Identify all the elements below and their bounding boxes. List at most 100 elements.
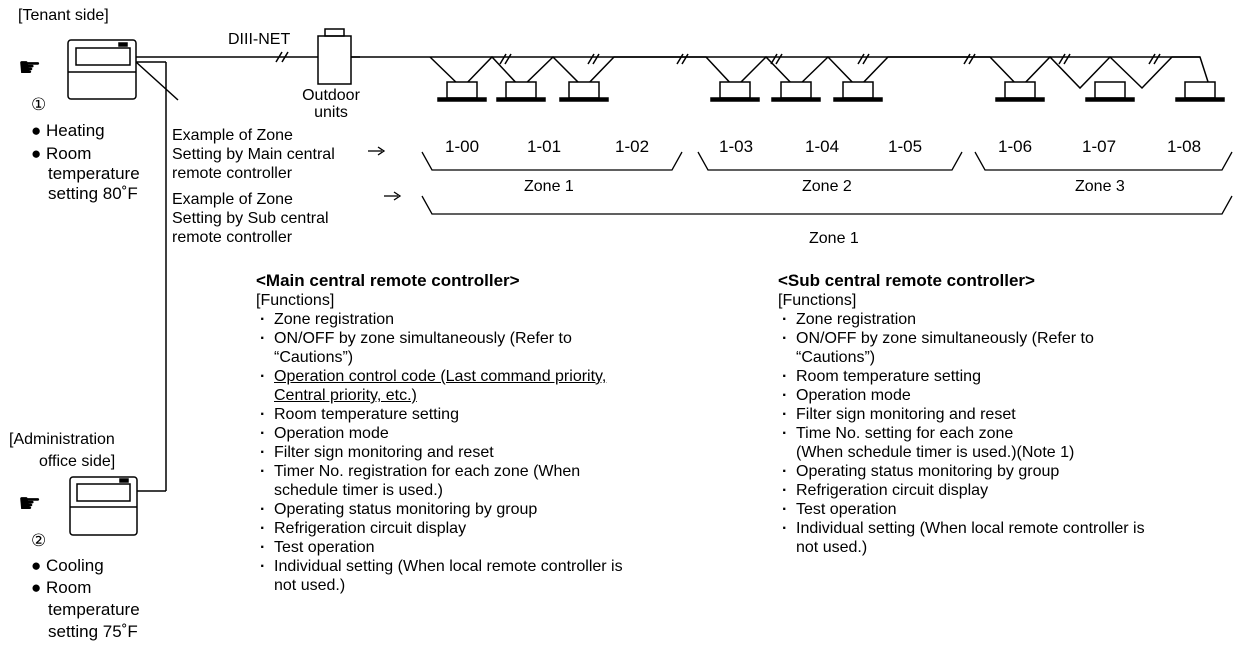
diii-net-label: DIII-NET: [228, 31, 291, 48]
tenant-mode: Heating: [46, 121, 105, 140]
indoor-unit-box: [842, 81, 874, 99]
indoor-unit-box: [719, 81, 751, 99]
indoor-unit-box: [1004, 81, 1036, 99]
main-zone1-bracket: [421, 151, 683, 171]
bullet-dot-icon: ●: [31, 578, 42, 597]
zone-example-main-line3: remote controller: [172, 165, 293, 182]
outdoor-label-line1: Outdoor: [302, 87, 360, 104]
zone-example-main: Example of Zone Setting by Main central …: [172, 126, 335, 183]
zone-example-main-line2: Setting by Main central: [172, 146, 335, 163]
sub-functions-label: [Functions]: [778, 292, 857, 309]
indoor-unit-box: [568, 81, 600, 99]
outdoor-units-label: Outdoor units: [302, 87, 360, 121]
tenant-setting-value: setting 80˚F: [48, 184, 138, 203]
function-item: Test operation: [256, 538, 623, 557]
zone-example-sub: Example of Zone Setting by Sub central r…: [172, 190, 329, 247]
zone-example-sub-line1: Example of Zone: [172, 191, 293, 208]
main-functions-label: [Functions]: [256, 292, 335, 309]
unit-code: 1-03: [719, 137, 754, 156]
unit-code: 1-07: [1082, 137, 1117, 156]
admin-bullet-cooling: ● Cooling: [31, 556, 104, 575]
unit-code: 1-05: [888, 137, 923, 156]
indoor-unit-box: [505, 81, 537, 99]
main-zone3-bracket: [974, 151, 1233, 171]
indoor-unit-box: [1184, 81, 1216, 99]
admin-setting-value: setting 75˚F: [48, 622, 138, 641]
indoor-unit-base: [833, 97, 883, 102]
main-functions-list: Zone registrationON/OFF by zone simultan…: [256, 310, 623, 595]
unit-code: 1-02: [615, 137, 650, 156]
indoor-unit-base: [710, 97, 760, 102]
bullet-dot-icon: ●: [31, 556, 42, 575]
function-item: Operating status monitoring by group: [256, 500, 623, 519]
zone-example-sub-line3: remote controller: [172, 229, 293, 246]
indoor-unit-base: [1085, 97, 1135, 102]
unit-code: 1-06: [998, 137, 1033, 156]
tenant-number: ①: [31, 95, 47, 114]
sub-zone-label: Zone 1: [809, 230, 859, 247]
tenant-temperature-label: temperature: [48, 164, 140, 183]
function-item: Operation mode: [256, 424, 623, 443]
tenant-bullet-room: ● Room: [31, 144, 91, 163]
unit-code: 1-00: [445, 137, 480, 156]
admin-side-label-1: [Administration: [9, 431, 115, 448]
tenant-bullet-heading: ● Heating: [31, 121, 105, 140]
function-item: Zone registration: [778, 310, 1145, 329]
function-item: Filter sign monitoring and reset: [778, 405, 1145, 424]
indoor-unit-base: [559, 97, 609, 102]
main-zone2-bracket: [697, 151, 963, 171]
controller-link-wire: [135, 61, 179, 101]
sub-zone1-bracket: [421, 195, 1233, 215]
admin-remote-controller: [69, 476, 138, 536]
outdoor-label-line2: units: [314, 104, 348, 121]
pointing-hand-icon: ☛: [18, 488, 42, 518]
function-item: Timer No. registration for each zone (Wh…: [256, 462, 623, 500]
zone-example-sub-line2: Setting by Sub central: [172, 210, 329, 227]
tenant-side-label: [Tenant side]: [18, 7, 109, 24]
function-item: Operating status monitoring by group: [778, 462, 1145, 481]
admin-number: ②: [31, 531, 47, 550]
function-item: ON/OFF by zone simultaneously (Refer to“…: [256, 329, 623, 367]
sub-functions-list: Zone registrationON/OFF by zone simultan…: [778, 310, 1145, 557]
indoor-units: [429, 53, 1211, 90]
indoor-unit-box: [780, 81, 812, 99]
indoor-unit-base: [771, 97, 821, 102]
indoor-unit-box: [446, 81, 478, 99]
unit-code: 1-01: [527, 137, 562, 156]
sub-controller-title: <Sub central remote controller>: [778, 271, 1035, 290]
function-item: Individual setting (When local remote co…: [256, 557, 623, 595]
function-item: Operation control code (Last command pri…: [256, 367, 623, 405]
sub-controller-panel: <Sub central remote controller> [Functio…: [778, 271, 1145, 557]
function-item: Individual setting (When local remote co…: [778, 519, 1145, 557]
pointing-hand-icon: ☛: [18, 52, 42, 82]
bullet-dot-icon: ●: [31, 144, 42, 163]
admin-temperature-label: temperature: [48, 600, 140, 619]
function-item: Zone registration: [256, 310, 623, 329]
function-item: Test operation: [778, 500, 1145, 519]
indoor-unit-base: [995, 97, 1045, 102]
main-zone-label: Zone 3: [1075, 178, 1125, 195]
main-zone-label: Zone 2: [802, 178, 852, 195]
zone-example-main-line1: Example of Zone: [172, 127, 293, 144]
indoor-unit-box: [1094, 81, 1126, 99]
tenant-remote-controller: [67, 39, 137, 100]
function-item: ON/OFF by zone simultaneously (Refer to“…: [778, 329, 1145, 367]
admin-side-label-2: office side]: [39, 453, 116, 470]
indoor-unit-base: [1175, 97, 1225, 102]
outdoor-unit: [317, 28, 360, 85]
indoor-unit-base: [496, 97, 546, 102]
function-item: Room temperature setting: [778, 367, 1145, 386]
admin-room-label: Room: [46, 578, 92, 597]
function-item: Operation mode: [778, 386, 1145, 405]
function-item: Refrigeration circuit display: [256, 519, 623, 538]
function-item: Time No. setting for each zone(When sche…: [778, 424, 1145, 462]
admin-bullet-room: ● Room: [31, 578, 91, 597]
unit-code: 1-04: [805, 137, 840, 156]
main-zone-label: Zone 1: [524, 178, 574, 195]
function-item: Refrigeration circuit display: [778, 481, 1145, 500]
main-controller-panel: <Main central remote controller> [Functi…: [256, 271, 623, 595]
admin-mode: Cooling: [46, 556, 104, 575]
function-item: Filter sign monitoring and reset: [256, 443, 623, 462]
indoor-unit-base: [437, 97, 487, 102]
